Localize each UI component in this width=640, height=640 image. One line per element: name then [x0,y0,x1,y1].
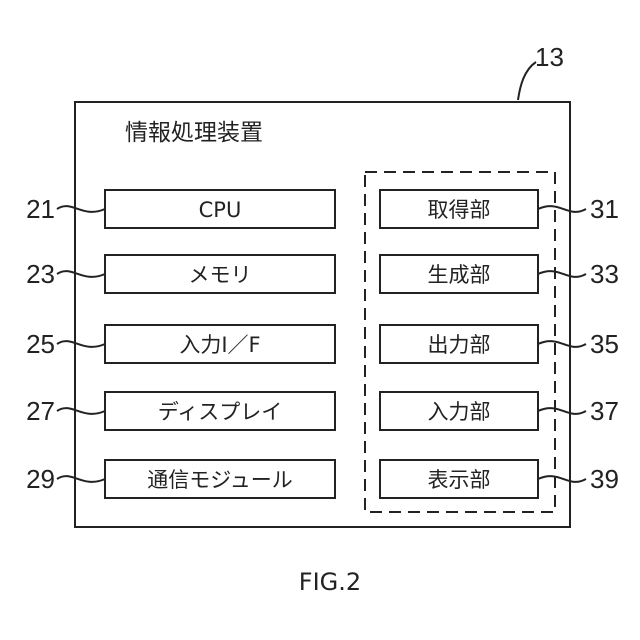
right-block-input: 入力部 37 [380,392,619,430]
ref-numeral: 21 [26,194,55,224]
ref-leader [57,476,105,482]
block-label: CPU [199,198,242,222]
ref-numeral: 39 [590,464,619,494]
block-label: 出力部 [428,333,491,357]
device-ref-numeral: 13 [535,42,564,72]
ref-leader [538,206,586,212]
device-ref-leader [518,62,536,100]
left-block-communication-module: 通信モジュール 29 [26,460,335,498]
block-label: 入力部 [428,400,491,424]
right-blocks: 取得部 31 生成部 33 出力部 35 入力部 37 表示部 39 [380,190,619,498]
left-block-cpu: CPU 21 [26,190,335,228]
ref-leader [538,341,586,347]
left-block-input-if: 入力I／F 25 [26,325,335,363]
ref-leader [57,408,105,414]
device-title: 情報処理装置 [125,120,263,146]
ref-leader [57,341,105,347]
block-label: メモリ [189,263,252,287]
ref-numeral: 27 [26,396,55,426]
ref-numeral: 31 [590,194,619,224]
ref-leader [57,206,105,212]
ref-numeral: 23 [26,259,55,289]
left-blocks: CPU 21 メモリ 23 入力I／F 25 ディスプレイ 27 通信モジュール… [26,190,335,498]
block-label: 表示部 [428,468,491,492]
block-label: ディスプレイ [158,400,283,424]
ref-numeral: 29 [26,464,55,494]
ref-numeral: 25 [26,329,55,359]
ref-leader [538,271,586,277]
block-label: 通信モジュール [147,468,293,492]
ref-leader [538,476,586,482]
right-block-generation: 生成部 33 [380,255,619,293]
ref-numeral: 35 [590,329,619,359]
block-label: 入力I／F [179,333,260,357]
ref-numeral: 33 [590,259,619,289]
ref-leader [57,271,105,277]
right-block-display-unit: 表示部 39 [380,460,619,498]
left-block-display: ディスプレイ 27 [26,392,335,430]
left-block-memory: メモリ 23 [26,255,335,293]
right-block-acquisition: 取得部 31 [380,190,619,228]
ref-leader [538,408,586,414]
block-label: 生成部 [428,263,491,287]
block-label: 取得部 [428,198,491,222]
figure-caption: FIG.2 [299,568,361,596]
ref-numeral: 37 [590,396,619,426]
right-block-output: 出力部 35 [380,325,619,363]
